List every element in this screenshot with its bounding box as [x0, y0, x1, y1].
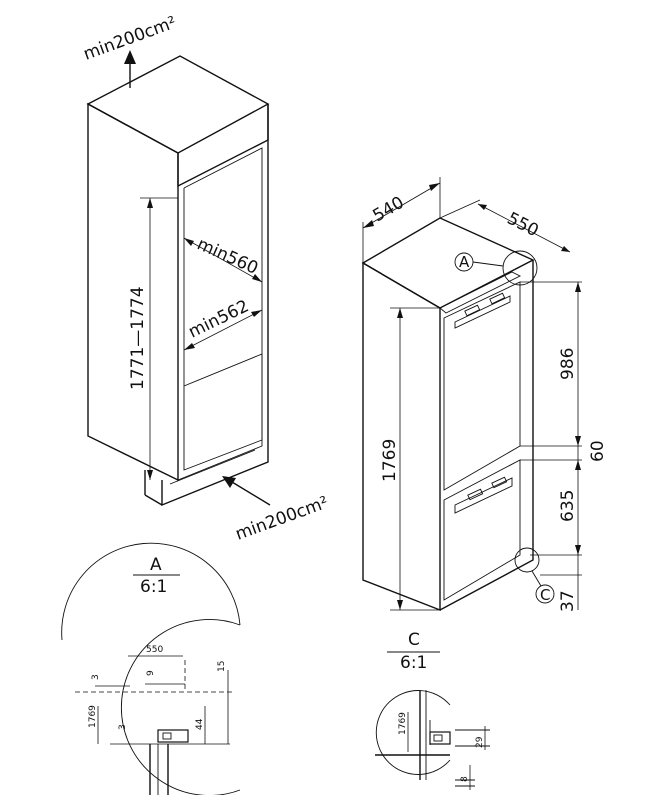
detail-a-dim-9: 9 — [146, 670, 156, 676]
detail-a-dim-1769: 1769 — [88, 705, 98, 728]
detail-a-scale: 6:1 — [140, 577, 167, 597]
detail-a-dim-15: 15 — [217, 661, 227, 672]
detail-c-title: C — [408, 630, 420, 650]
lower-door-635-label: 635 — [558, 490, 578, 522]
gap-60-label: 60 — [588, 440, 608, 462]
bottom-37-label: 37 — [558, 590, 578, 612]
detail-c-dim-1769: 1769 — [398, 712, 408, 735]
detail-a-dim-44: 44 — [195, 718, 205, 730]
inner-width-top-label: min560 — [194, 234, 261, 279]
detail-c-dim-8: 8 — [460, 776, 470, 782]
detail-a-dim-3b: 3 — [118, 724, 128, 730]
callout-c-label: C — [540, 586, 550, 604]
detail-c-drawing — [375, 651, 490, 790]
detail-a-dim-550: 550 — [146, 645, 163, 655]
detail-a-dim-3a: 3 — [91, 674, 101, 680]
callout-a-label: A — [459, 253, 470, 271]
depth-550-label: 550 — [504, 209, 542, 242]
upper-door-986-label: 986 — [558, 348, 578, 380]
height-1769-label: 1769 — [380, 439, 400, 482]
fridge-drawing — [361, 177, 582, 612]
detail-c-dim-29: 29 — [475, 736, 485, 748]
detail-a-title: A — [150, 555, 162, 575]
vent-bottom-label: min200cm² — [233, 493, 331, 545]
niche-height-label: 1771—1774 — [128, 286, 148, 390]
detail-c-scale: 6:1 — [400, 653, 427, 673]
inner-width-bottom-label: min562 — [185, 296, 252, 342]
detail-a-drawing — [61, 542, 241, 795]
cabinet-niche-drawing — [86, 50, 271, 507]
